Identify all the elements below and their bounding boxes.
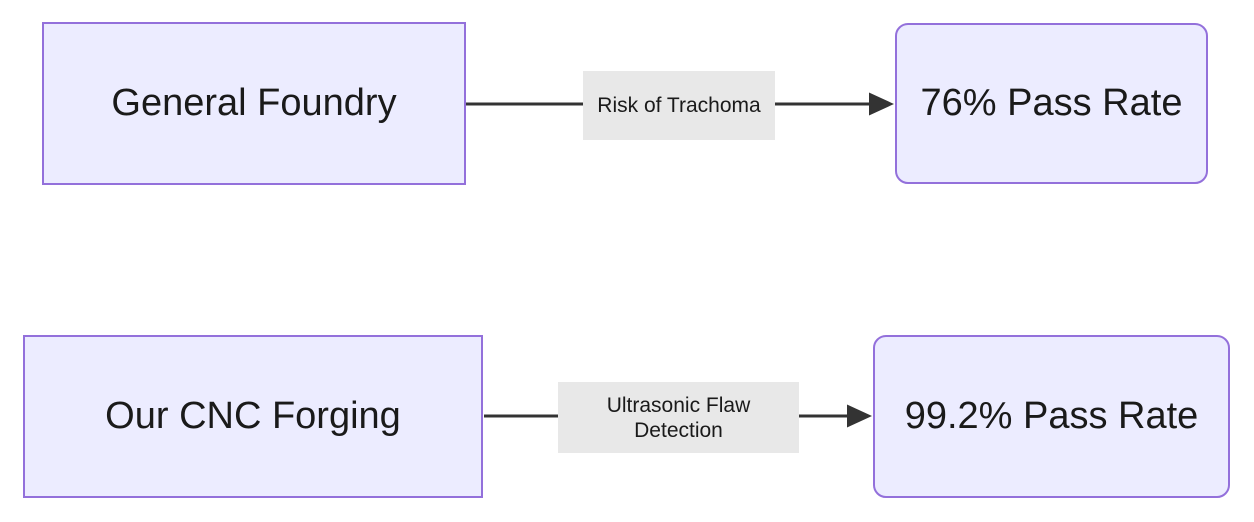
- edge-label-ultrasonic-flaw-detection: Ultrasonic Flaw Detection: [558, 382, 799, 453]
- edge-label-text: Ultrasonic Flaw Detection: [606, 393, 751, 442]
- edge-label-text: Risk of Trachoma: [597, 94, 761, 117]
- node-99-2-pass-rate: 99.2% Pass Rate: [873, 335, 1230, 498]
- node-label: Our CNC Forging: [105, 394, 401, 437]
- node-general-foundry: General Foundry: [42, 22, 466, 185]
- node-76-pass-rate: 76% Pass Rate: [895, 23, 1208, 184]
- node-label: 76% Pass Rate: [920, 81, 1183, 124]
- edge-label-risk-of-trachoma: Risk of Trachoma: [583, 71, 775, 140]
- edge-arrowhead-flow2: [847, 404, 872, 428]
- node-label: 99.2% Pass Rate: [904, 394, 1199, 437]
- edge-arrowhead-flow1: [869, 92, 894, 116]
- node-our-cnc-forging: Our CNC Forging: [23, 335, 483, 498]
- node-label: General Foundry: [111, 81, 397, 124]
